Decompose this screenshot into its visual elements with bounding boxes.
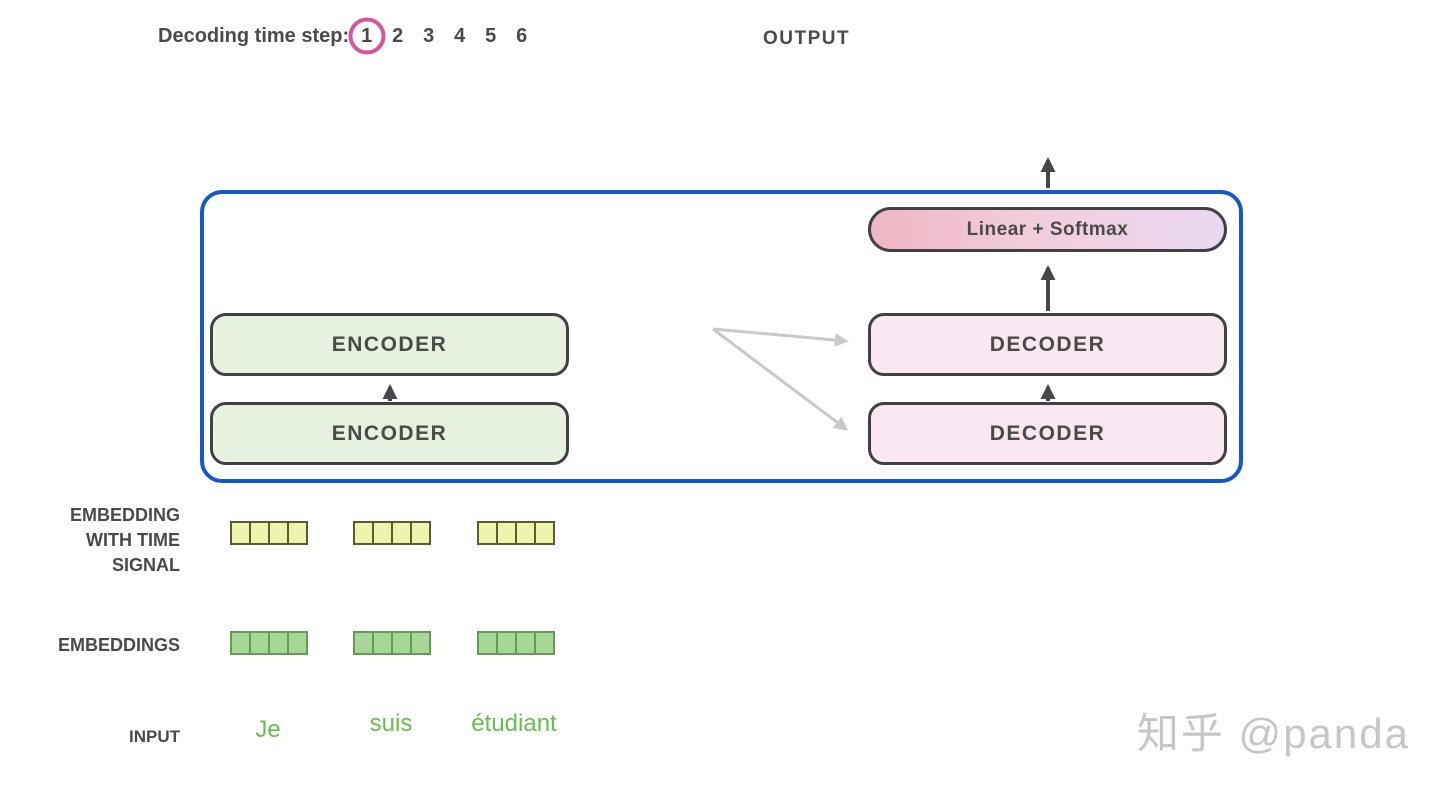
vector-cell xyxy=(232,633,249,653)
decoding-steps: 1 2 3 4 5 6 xyxy=(351,18,537,54)
vector-cell xyxy=(515,633,534,653)
vector-cell xyxy=(249,523,268,543)
vector-cell xyxy=(249,633,268,653)
vector-cell xyxy=(515,523,534,543)
embedding-with-time-signal-label: EMBEDDING WITH TIME SIGNAL xyxy=(20,503,180,578)
embedding-vector-3 xyxy=(477,631,555,655)
vector-cell xyxy=(391,633,410,653)
decoding-step-2: 2 xyxy=(392,24,404,47)
encoder-decoder-container xyxy=(200,190,1243,483)
decoding-time-step-row: Decoding time step: 1 2 3 4 5 6 xyxy=(158,14,537,58)
vector-cell xyxy=(534,633,553,653)
input-word-je: Je xyxy=(255,716,281,743)
vector-cell xyxy=(410,633,429,653)
encoder-block-bottom: ENCODER xyxy=(210,402,569,465)
vector-cell xyxy=(355,633,372,653)
input-word-suis: suis xyxy=(369,710,413,737)
vector-cell xyxy=(496,523,515,543)
vector-cell xyxy=(355,523,372,543)
decoding-step-5: 5 xyxy=(485,24,497,47)
time-signal-vector-2 xyxy=(353,521,431,545)
vector-cell xyxy=(534,523,553,543)
decoder-block-bottom: DECODER xyxy=(868,402,1227,465)
label-line: EMBEDDING xyxy=(69,505,180,525)
vector-cell xyxy=(372,523,391,543)
vector-cell xyxy=(232,523,249,543)
vector-cell xyxy=(372,633,391,653)
vector-cell xyxy=(410,523,429,543)
vector-cell xyxy=(496,633,515,653)
decoding-time-step-label: Decoding time step: xyxy=(158,24,350,47)
label-line: WITH TIME xyxy=(86,530,180,550)
embedding-vector-2 xyxy=(353,631,431,655)
encoder-block-top: ENCODER xyxy=(210,313,569,376)
vector-cell xyxy=(479,633,496,653)
time-signal-vector-1 xyxy=(230,521,308,545)
label-line: SIGNAL xyxy=(111,555,180,575)
decoding-step-6: 6 xyxy=(516,24,528,47)
time-signal-vector-3 xyxy=(477,521,555,545)
output-label: OUTPUT xyxy=(763,28,851,49)
linear-softmax-block: Linear + Softmax xyxy=(868,207,1227,252)
decoder-block-top: DECODER xyxy=(868,313,1227,376)
embeddings-label: EMBEDDINGS xyxy=(57,635,180,655)
vector-cell xyxy=(268,633,287,653)
vector-cell xyxy=(287,633,306,653)
decoding-step-1: 1 xyxy=(351,18,382,54)
vector-cell xyxy=(268,523,287,543)
embedding-vector-1 xyxy=(230,631,308,655)
input-word-etudiant: étudiant xyxy=(471,710,557,737)
vector-cell xyxy=(287,523,306,543)
decoding-step-3: 3 xyxy=(423,24,435,47)
input-label: INPUT xyxy=(129,727,180,746)
vector-cell xyxy=(391,523,410,543)
decoding-step-4: 4 xyxy=(454,24,466,47)
vector-cell xyxy=(479,523,496,543)
watermark: 知乎 @panda xyxy=(1136,710,1410,757)
